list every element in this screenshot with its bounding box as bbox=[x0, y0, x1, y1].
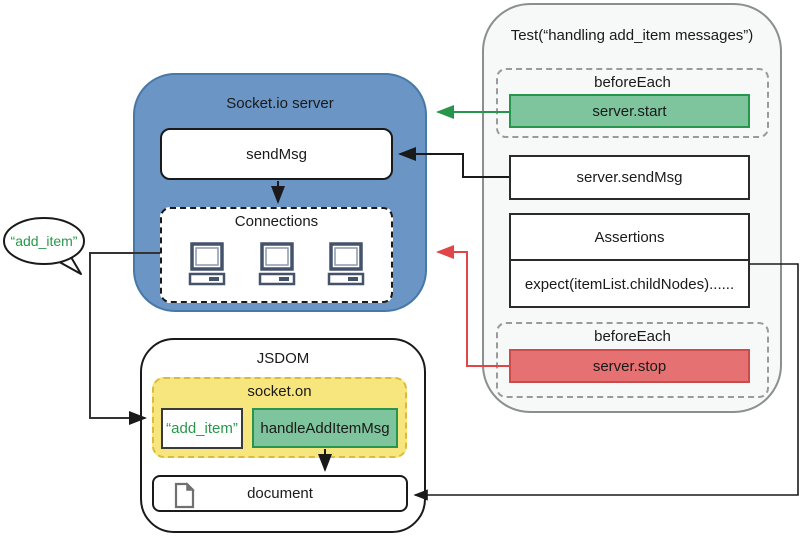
computer-icon bbox=[188, 242, 226, 286]
socketio-server-title: Socket.io server bbox=[226, 95, 334, 112]
before-each-stop-label: beforeEach bbox=[594, 328, 671, 345]
connections-box: Connections bbox=[160, 207, 393, 303]
server-start-box: server.start bbox=[509, 94, 750, 128]
add-item-event-box: “add_item” bbox=[161, 408, 243, 449]
assertions-expect-label: expect(itemList.childNodes)...... bbox=[524, 276, 735, 293]
test-suite-title: Test(“handling add_item messages”) bbox=[510, 27, 754, 44]
add-item-bubble-text: “add_item” bbox=[10, 233, 78, 249]
assertions-title: Assertions bbox=[511, 215, 748, 261]
add-item-event-label: “add_item” bbox=[166, 420, 238, 437]
server-stop-box: server.stop bbox=[509, 349, 750, 383]
assertions-box: Assertions expect(itemList.childNodes)..… bbox=[509, 213, 750, 308]
computer-icon bbox=[327, 242, 365, 286]
connections-clients bbox=[162, 242, 391, 288]
computer-icon bbox=[258, 242, 295, 286]
handle-add-item-label: handleAddItemMsg bbox=[260, 419, 390, 437]
server-stop-label: server.stop bbox=[592, 357, 667, 375]
server-start-label: server.start bbox=[592, 102, 667, 120]
sendmsg-box: sendMsg bbox=[160, 128, 393, 180]
document-label: document bbox=[247, 485, 313, 502]
handle-add-item-box: handleAddItemMsg bbox=[252, 408, 398, 448]
jsdom-title: JSDOM bbox=[256, 350, 310, 367]
server-sendmsg-box: server.sendMsg bbox=[509, 155, 750, 200]
document-box: document bbox=[152, 475, 408, 512]
before-each-start-group: beforeEach bbox=[496, 68, 769, 138]
before-each-start-label: beforeEach bbox=[594, 74, 671, 91]
connections-label: Connections bbox=[234, 213, 319, 230]
server-sendmsg-label: server.sendMsg bbox=[576, 169, 683, 186]
socket-on-label: socket.on bbox=[247, 383, 312, 400]
sendmsg-label: sendMsg bbox=[246, 145, 307, 163]
document-icon bbox=[174, 482, 195, 513]
